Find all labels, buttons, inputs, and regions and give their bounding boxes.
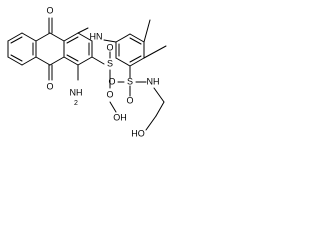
sulfonamide-oxygen-bottom: O (126, 95, 133, 105)
sulfonic-sulfur-label: S (107, 58, 113, 68)
sulfonamide-sulfur-label: S (127, 76, 133, 86)
amine-linker-bonds (77, 27, 117, 43)
sulfonic-oxygen-bottom: O (106, 89, 113, 99)
dimethylphenyl-ring (115, 33, 145, 67)
sulfonic-acid-bonds (91, 51, 117, 113)
carbonyl-bottom-bond (48, 64, 53, 81)
anthraquinone-central-ring (35, 32, 65, 66)
sulfonamide-oxygen-left: O (108, 76, 115, 86)
carbonyl-oxygen-top: O (46, 5, 53, 15)
sulfonic-hydroxyl-label: OH (113, 112, 127, 122)
sulfonamide-bonds (117, 65, 165, 131)
sulfonic-oxygen-top: O (106, 42, 113, 52)
anthraquinone-left-ring (7, 32, 37, 66)
methyl-groups (143, 19, 167, 59)
chemical-structure-diagram: O O HN NH 2 S O O OH S O O NH HO (7, 5, 167, 138)
anthraquinone-right-ring (63, 32, 93, 66)
amine-linker-label: HN (90, 31, 103, 41)
carbonyl-top-bond (48, 17, 53, 34)
amino-label: NH (70, 87, 83, 97)
hydroxyl-label: HO (131, 128, 145, 138)
amino-subscript: 2 (74, 100, 78, 107)
molecule-canvas: O O HN NH 2 S O O OH S O O NH HO (0, 0, 184, 144)
carbonyl-oxygen-bottom: O (46, 81, 53, 91)
sulfonamide-nh-label: NH (147, 76, 160, 86)
